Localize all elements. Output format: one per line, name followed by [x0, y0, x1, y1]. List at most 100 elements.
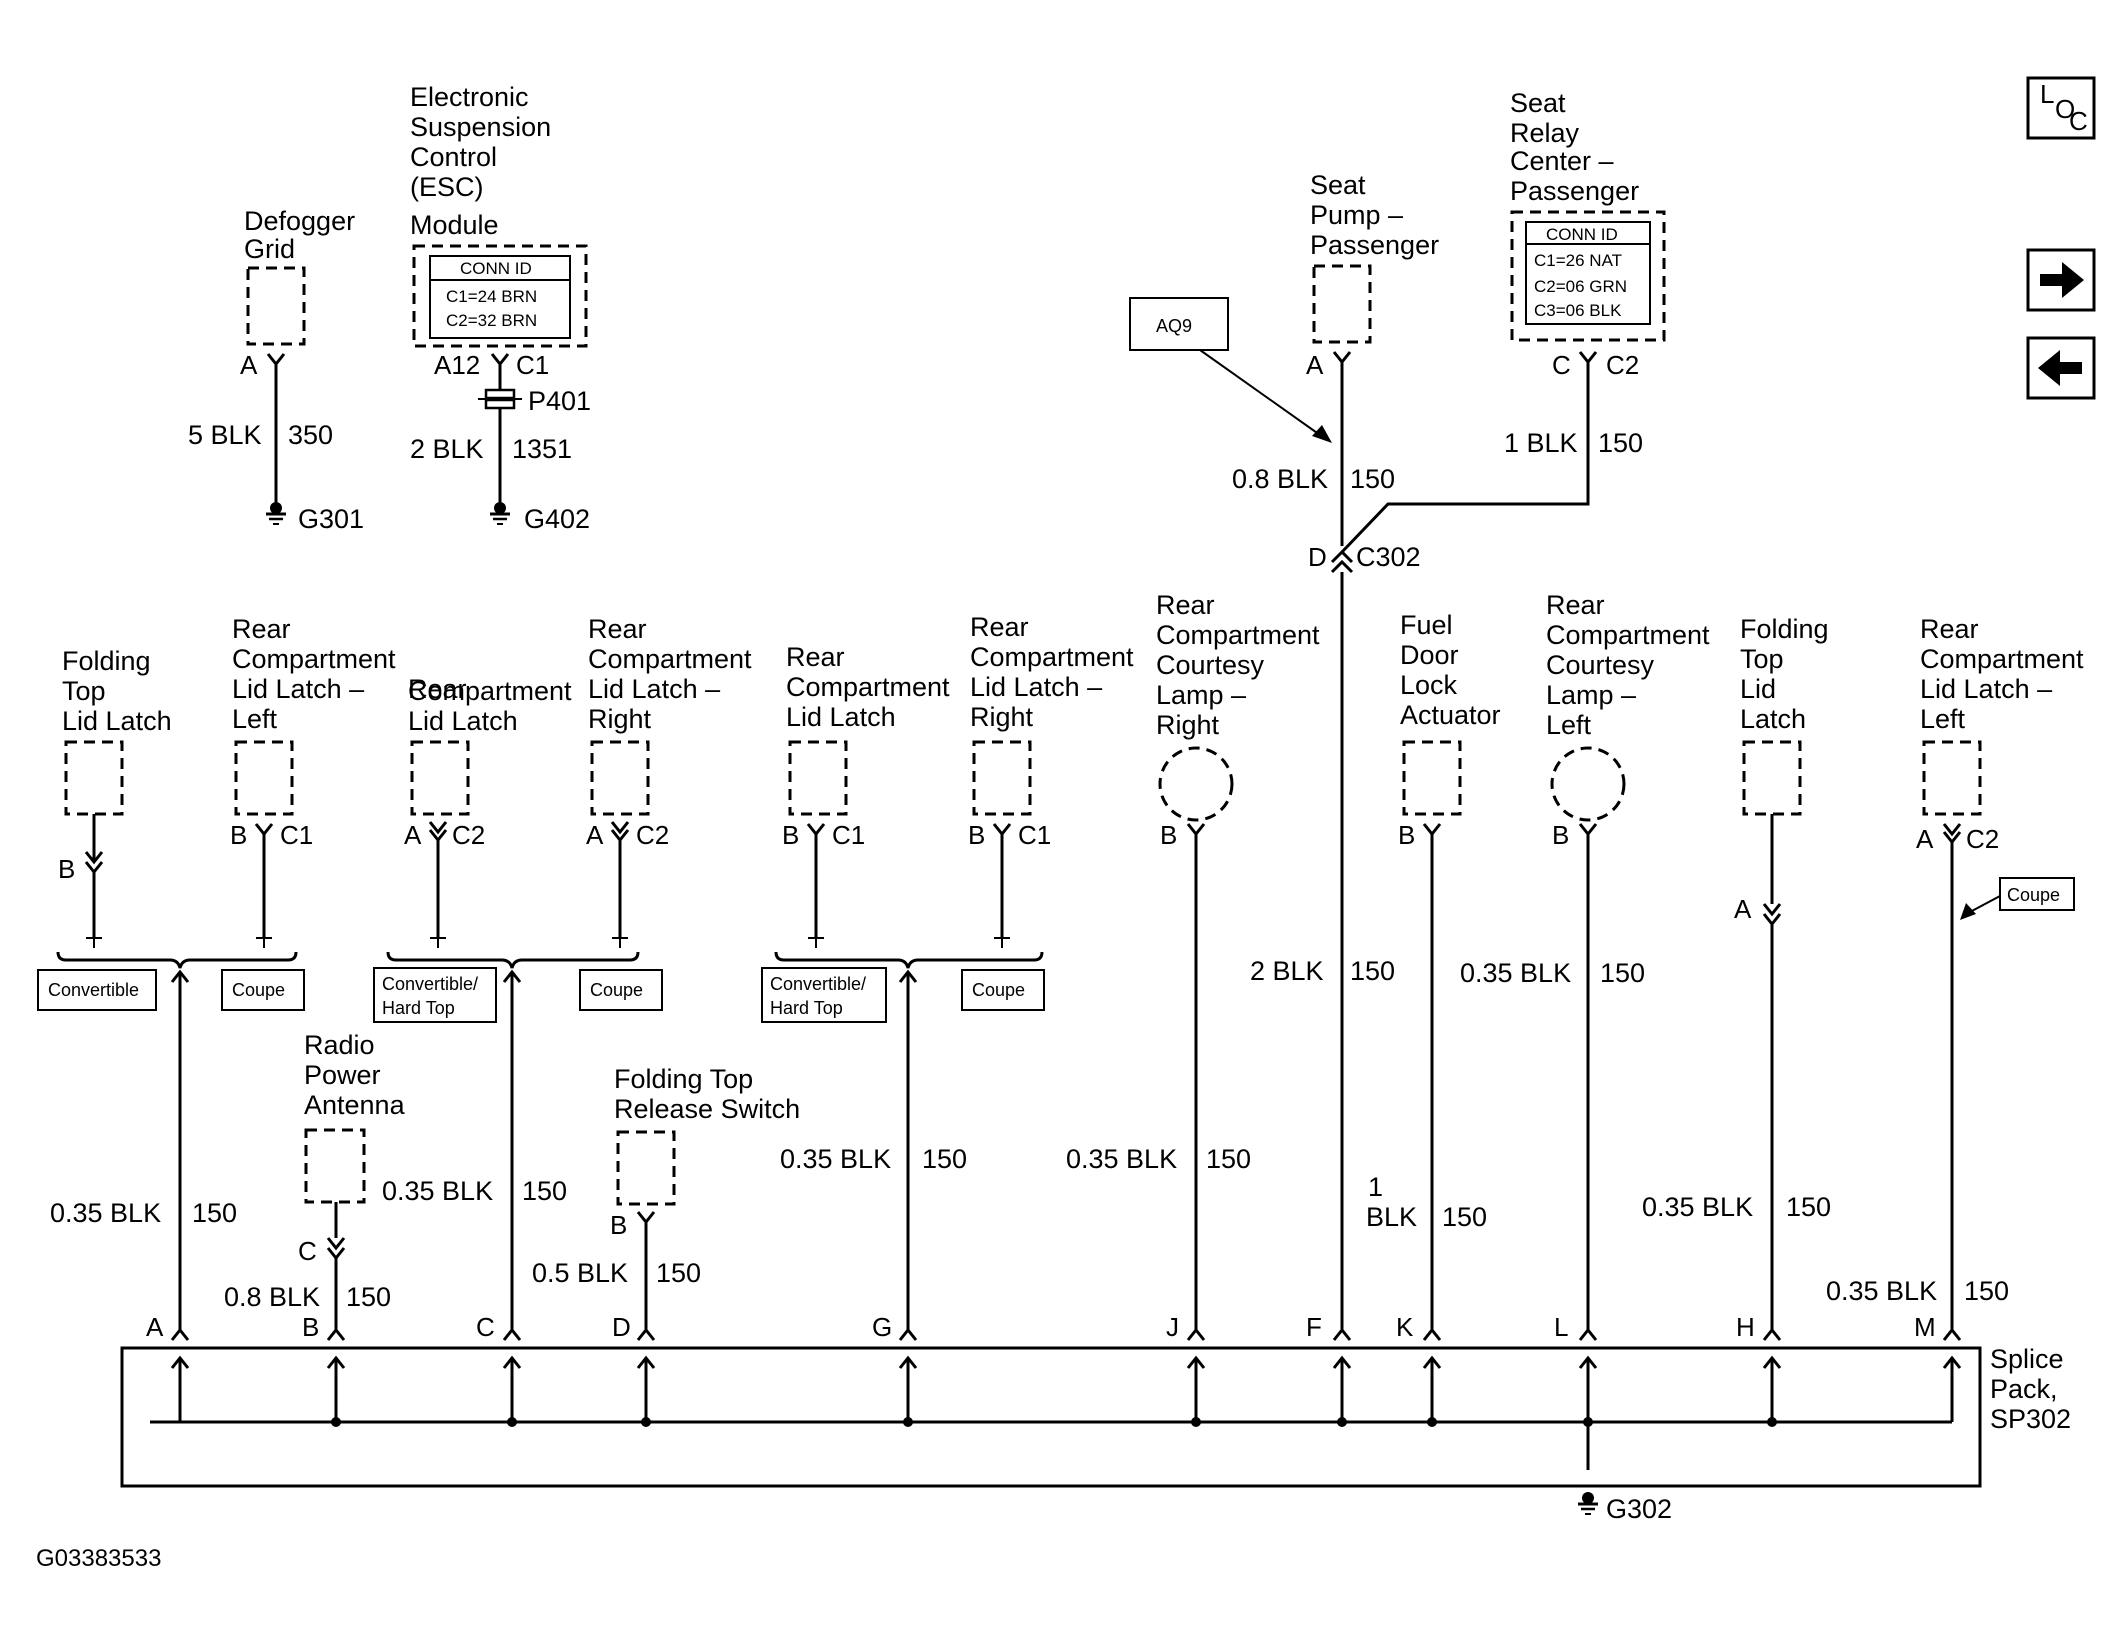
- c302-label: C302: [1356, 542, 1421, 572]
- seat-relay-c2: C2=06 GRN: [1534, 277, 1627, 296]
- esc-wire: 2 BLK: [410, 434, 484, 464]
- seat-relay-conn-title: CONN ID: [1546, 225, 1618, 244]
- defogger-pin: A: [240, 350, 258, 380]
- aq9-option: AQ9: [1129, 297, 1332, 443]
- component-rear-lid-latch-right-1: Rear Compartment Lid Latch – Right A C2: [586, 614, 752, 938]
- ground-g302-icon: [1576, 1490, 1600, 1516]
- splice-pin-c: C: [476, 1312, 495, 1342]
- antenna-pin: C: [298, 1236, 317, 1266]
- seat-pump-circuit: 150: [1350, 464, 1395, 494]
- wire-m-circuit: 150: [1964, 1276, 2009, 1306]
- arrow-left-icon: [2038, 350, 2082, 386]
- seat-relay-label-2: Relay: [1510, 118, 1580, 148]
- c302-pin: D: [1308, 542, 1327, 572]
- component-folding-top-lid-latch-1: Folding Top Lid Latch B: [58, 646, 172, 938]
- splice-label-3: SP302: [1990, 1404, 2071, 1434]
- comp10-label-3: Lid: [1740, 674, 1776, 704]
- wire-l-circuit: 150: [1600, 958, 1645, 988]
- comp11-label-3: Lid Latch –: [1920, 674, 2052, 704]
- comp9-label-1: Rear: [1546, 590, 1605, 620]
- esc-pin: A12: [434, 350, 480, 380]
- option-bracket-1: Convertible Coupe: [37, 937, 305, 1330]
- inline-connector-p401-icon: [478, 388, 522, 410]
- ground-g302-label: G302: [1606, 1494, 1672, 1524]
- esc-conn-c1: C1=24 BRN: [446, 287, 537, 306]
- seat-pump-passenger: Seat Pump – Passenger A 0.8 BLK 150: [1232, 170, 1439, 546]
- comp4-label-3: Lid Latch –: [588, 674, 720, 704]
- seat-pump-wire: 0.8 BLK: [1232, 464, 1328, 494]
- splice-label-2: Pack,: [1990, 1374, 2058, 1404]
- antenna-label-3: Antenna: [304, 1090, 406, 1120]
- component-fuel-door-lock-actuator: Fuel Door Lock Actuator B: [1398, 610, 1501, 1330]
- seat-relay-c1: C1=26 NAT: [1534, 251, 1622, 270]
- comp7-label-1: Rear: [1156, 590, 1215, 620]
- comp8-pin: B: [1398, 820, 1415, 850]
- comp10-label-2: Top: [1740, 644, 1784, 674]
- defogger-label-2: Grid: [244, 234, 295, 264]
- splice-pin-l: L: [1554, 1312, 1568, 1342]
- conv-hard-option-1b: Hard Top: [382, 998, 455, 1018]
- conv-hard-option-2b: Hard Top: [770, 998, 843, 1018]
- comp7-label-3: Courtesy: [1156, 650, 1265, 680]
- aq9-label: AQ9: [1156, 316, 1192, 336]
- splice-pack-sp302: A B C D G J F K L H M Splice Pack, SP302…: [120, 1312, 2071, 1524]
- prev-page-button[interactable]: [2026, 336, 2096, 400]
- wire-h-circuit: 150: [1786, 1192, 1831, 1222]
- comp8-label-2: Door: [1400, 640, 1459, 670]
- comp10-label-1: Folding: [1740, 614, 1829, 644]
- comp10-pin: A: [1734, 894, 1752, 924]
- seat-relay-conn: C2: [1606, 350, 1639, 380]
- lamp-right-icon: [1158, 746, 1234, 822]
- antenna-wire: 0.8 BLK: [224, 1282, 320, 1312]
- antenna-label-2: Power: [304, 1060, 381, 1090]
- wire-a-circuit: 150: [192, 1198, 237, 1228]
- comp9-label-4: Lamp –: [1546, 680, 1636, 710]
- seat-relay-pin: C: [1552, 350, 1571, 380]
- switch-label-2: Release Switch: [614, 1094, 800, 1124]
- component-courtesy-lamp-right: Rear Compartment Courtesy Lamp – Right B: [1156, 590, 1320, 1330]
- comp10-label-4: Latch: [1740, 704, 1806, 734]
- switch-label-1: Folding Top: [614, 1064, 753, 1094]
- esc-label-5: Module: [410, 210, 499, 240]
- defogger-label-1: Defogger: [244, 206, 355, 236]
- connector-c302: D C302: [1308, 542, 1421, 1330]
- comp7-label-4: Lamp –: [1156, 680, 1246, 710]
- comp6-label-1: Rear: [970, 612, 1029, 642]
- wire-c-circuit: 150: [522, 1176, 567, 1206]
- switch-pin: B: [610, 1210, 627, 1240]
- esc-conn-title: CONN ID: [460, 259, 532, 278]
- wire-k-size-2: BLK: [1366, 1202, 1417, 1232]
- comp5-conn: C1: [832, 820, 865, 850]
- loc-button[interactable]: L O C: [2026, 76, 2096, 140]
- coupe-option-2: Coupe: [590, 980, 643, 1000]
- comp6-label-3: Lid Latch –: [970, 672, 1102, 702]
- switch-circuit: 150: [656, 1258, 701, 1288]
- conv-hard-option-1a: Convertible/: [382, 974, 478, 994]
- seat-relay-center: Seat Relay Center – Passenger CONN ID C1…: [1340, 88, 1666, 554]
- comp4-conn: C2: [636, 820, 669, 850]
- switch-wire: 0.5 BLK: [532, 1258, 628, 1288]
- loc-sub2-text: C: [2069, 106, 2088, 136]
- splice-label-1: Splice: [1990, 1344, 2064, 1374]
- p401-label: P401: [528, 386, 591, 416]
- esc-label-2: Suspension: [410, 112, 551, 142]
- comp6-conn: C1: [1018, 820, 1051, 850]
- arrow-right-icon: [2040, 262, 2084, 298]
- seat-relay-label-3: Center –: [1510, 146, 1614, 176]
- comp3-label-3: Lid Latch: [408, 706, 518, 736]
- comp2-conn: C1: [280, 820, 313, 850]
- comp8-label-3: Lock: [1400, 670, 1458, 700]
- comp11-label-1: Rear: [1920, 614, 1979, 644]
- figure-id: G03383533: [36, 1545, 161, 1572]
- esc-circuit: 1351: [512, 434, 572, 464]
- comp11-pin: A: [1916, 824, 1934, 854]
- comp2-label-1: Rear: [232, 614, 291, 644]
- esc-conn-c2: C2=32 BRN: [446, 311, 537, 330]
- component-rear-lid-latch-1: Rear Compartment Lid Latch A C2: [404, 674, 572, 938]
- next-page-button[interactable]: [2026, 248, 2096, 312]
- ground-g301-label: G301: [298, 504, 364, 534]
- splice-pin-j: J: [1166, 1312, 1179, 1342]
- comp3-pin: A: [404, 820, 422, 850]
- comp9-label-5: Left: [1546, 710, 1592, 740]
